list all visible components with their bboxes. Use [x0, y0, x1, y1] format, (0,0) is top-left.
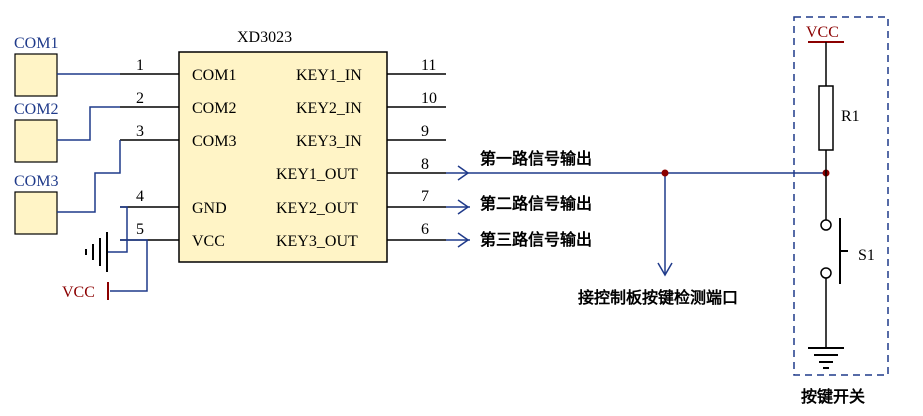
- pad-label-com1: COM1: [14, 35, 58, 52]
- output-wires: [446, 165, 826, 277]
- pin-name-key2-out: KEY2_OUT: [276, 200, 358, 217]
- pin-num-7: 7: [421, 188, 429, 205]
- resistor-r1: [818, 42, 834, 220]
- switch-module-caption: 按键开关: [801, 387, 865, 406]
- pin-num-3: 3: [136, 123, 144, 140]
- vcc-wire-left: [110, 239, 148, 292]
- touch-pad-com2: [14, 119, 58, 163]
- ground-icon-right: [808, 347, 844, 369]
- pin-num-6: 6: [421, 221, 429, 238]
- output-label-3: 第三路信号输出: [480, 230, 592, 249]
- pin-num-10: 10: [421, 90, 437, 107]
- left-pin-stubs: [120, 73, 179, 241]
- vcc-label-right: VCC: [806, 24, 839, 41]
- ic-title: XD3023: [237, 29, 292, 46]
- ic-body: [178, 51, 388, 263]
- resistor-label: R1: [841, 108, 860, 125]
- pin-name-key2-in: KEY2_IN: [296, 100, 362, 117]
- gnd-wire: [108, 206, 128, 253]
- pin-num-11: 11: [421, 57, 436, 74]
- switch-label: S1: [858, 247, 875, 264]
- detect-port-label: 接控制板按键检测端口: [578, 288, 738, 307]
- output-label-1: 第一路信号输出: [480, 149, 592, 168]
- pad-wires: [57, 73, 121, 213]
- pad-label-com3: COM3: [14, 173, 58, 190]
- pin-name-com3: COM3: [192, 133, 236, 150]
- touch-pad-com3: [14, 191, 58, 235]
- pin-num-5: 5: [136, 221, 144, 238]
- touch-pad-com1: [14, 53, 58, 97]
- pin-name-key1-out: KEY1_OUT: [276, 166, 358, 183]
- pin-num-8: 8: [421, 156, 429, 173]
- pin-name-vcc: VCC: [192, 233, 225, 250]
- pin-name-gnd: GND: [192, 200, 227, 217]
- vcc-label-left: VCC: [62, 284, 95, 301]
- junction-dot-detect: [661, 169, 669, 177]
- switch-module-frame: [793, 16, 889, 376]
- pin-num-9: 9: [421, 123, 429, 140]
- pad-label-com2: COM2: [14, 101, 58, 118]
- right-pin-stubs: [387, 73, 446, 241]
- pin-num-4: 4: [136, 188, 144, 205]
- pin-num-1: 1: [136, 57, 144, 74]
- output-label-2: 第二路信号输出: [480, 194, 592, 213]
- pin-name-key1-in: KEY1_IN: [296, 67, 362, 84]
- pin-name-com2: COM2: [192, 100, 236, 117]
- pin-name-key3-out: KEY3_OUT: [276, 233, 358, 250]
- pin-num-2: 2: [136, 90, 144, 107]
- pin-name-com1: COM1: [192, 67, 236, 84]
- switch-s1: [820, 218, 848, 348]
- ground-icon-left: [85, 232, 108, 272]
- pin-name-key3-in: KEY3_IN: [296, 133, 362, 150]
